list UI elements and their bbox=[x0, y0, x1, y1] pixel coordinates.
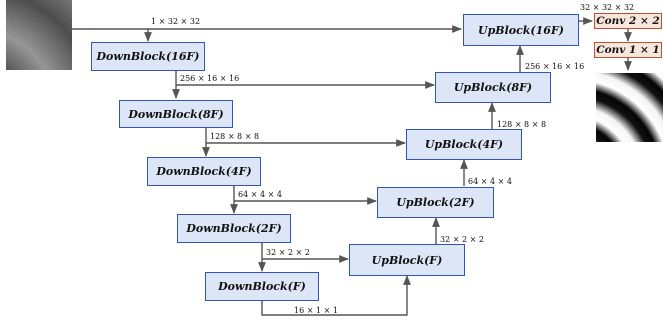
output-image-thumbnail bbox=[596, 73, 663, 142]
arrow-bottleneck-to-up1 bbox=[261, 275, 411, 316]
up-block-16f: UpBlock(16F) bbox=[463, 14, 579, 46]
dim-label-down4: 64 × 4 × 4 bbox=[238, 190, 282, 199]
up-block-8f: UpBlock(8F) bbox=[435, 72, 551, 103]
dim-label-down2: 32 × 2 × 2 bbox=[266, 248, 310, 257]
dim-label-down8: 128 × 8 × 8 bbox=[210, 132, 260, 141]
dim-label-input: 1 × 32 × 32 bbox=[151, 17, 201, 26]
down-block-f: DownBlock(F) bbox=[205, 272, 319, 301]
input-image-thumbnail bbox=[6, 0, 72, 70]
down-block-4f: DownBlock(4F) bbox=[147, 157, 261, 186]
dim-label-up8: 256 × 16 × 16 bbox=[525, 62, 585, 71]
down-block-8f: DownBlock(8F) bbox=[119, 100, 233, 128]
up-block-4f: UpBlock(4F) bbox=[406, 129, 522, 160]
dim-label-up16: 32 × 32 × 32 bbox=[580, 3, 635, 12]
down-block-2f: DownBlock(2F) bbox=[177, 214, 291, 243]
dim-label-bottleneck: 16 × 1 × 1 bbox=[294, 306, 338, 315]
dim-label-up1: 32 × 2 × 2 bbox=[440, 235, 484, 244]
up-block-f: UpBlock(F) bbox=[349, 244, 465, 276]
dim-label-up2: 64 × 4 × 4 bbox=[468, 177, 512, 186]
dim-label-up4: 128 × 8 × 8 bbox=[497, 120, 547, 129]
conv-1x1-block: Conv 1 × 1 bbox=[594, 42, 662, 58]
down-block-16f: DownBlock(16F) bbox=[91, 42, 205, 71]
up-block-2f: UpBlock(2F) bbox=[377, 187, 494, 218]
conv-2x2-block: Conv 2 × 2 bbox=[594, 13, 662, 29]
dim-label-down16: 256 × 16 × 16 bbox=[180, 74, 240, 83]
arrow-input-to-down16 bbox=[72, 28, 152, 42]
